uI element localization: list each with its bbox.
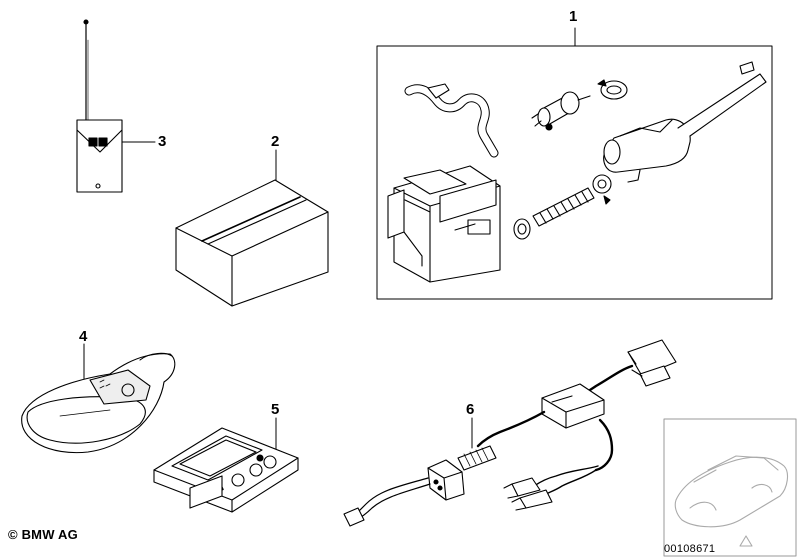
flex-hose-icon	[532, 187, 595, 227]
part-6-diagnostic-cable	[343, 339, 677, 527]
heater-unit-icon	[387, 165, 501, 283]
hose-clamp-icon	[597, 79, 628, 100]
callout-4: 4	[79, 328, 88, 345]
part-2-carton	[175, 149, 329, 307]
callout-3: 3	[158, 133, 167, 150]
exhaust-silencer-icon	[603, 61, 767, 183]
part-4-remote-fob	[21, 343, 176, 454]
callout-2: 2	[271, 133, 280, 150]
exhaust-clamp-icon	[513, 174, 612, 240]
part-5-timer-panel	[153, 417, 299, 513]
image-part-number: 00108671	[664, 543, 716, 555]
copyright-label: © BMW AG	[8, 527, 78, 542]
callout-1: 1	[569, 8, 578, 25]
callout-5: 5	[271, 401, 280, 418]
coolant-hose-icon	[404, 83, 499, 158]
part-3-transmitter	[76, 19, 156, 193]
metering-pump-icon	[531, 91, 591, 131]
callout-6: 6	[466, 401, 475, 418]
part-1-heater-kit	[376, 27, 773, 300]
vehicle-thumbnail	[663, 418, 797, 557]
